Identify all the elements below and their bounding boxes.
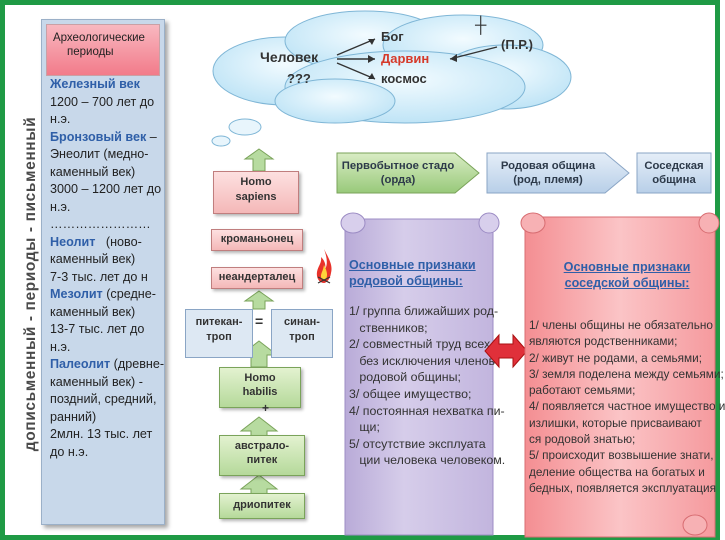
clan-scroll-shape	[340, 212, 500, 536]
feature-line: 1/ члены общины не обязательно	[529, 318, 713, 332]
plus-sign: +	[262, 401, 270, 415]
feature-line: 2/ совместный труд всех	[349, 337, 491, 352]
neighbor-features-list: 1/ члены общины не обязательно являются р…	[529, 317, 725, 496]
era-detail-line: н.э.	[50, 112, 71, 126]
cloud-cosmos: космос	[381, 71, 427, 86]
era-detail-line: н.э.	[50, 199, 71, 214]
era-title-line: Бронзовый век –	[50, 129, 157, 147]
stage-herd: Первобытное стадо(орда)	[341, 160, 455, 186]
feature-line: излишки, которые присваивают	[529, 415, 702, 430]
origin-theories-cloud: Человек ??? Бог Дарвин космос (П.Р.) ┼	[205, 9, 575, 149]
feature-line: 1/ группа ближайших род-	[349, 304, 499, 318]
feature-line: бедных, появляется эксплуатация	[529, 480, 716, 495]
era-title-line: Неолит (ново-	[50, 234, 142, 252]
era-detail-line: ранний)	[50, 409, 97, 424]
feature-line: 4/ постоянная нехватка пи-	[349, 403, 505, 418]
feature-line: 5/ отсутствие эксплуата	[349, 436, 486, 451]
era-name: Мезолит	[50, 287, 103, 301]
feature-line: 3/ общее имущество;	[349, 386, 472, 401]
feature-line: ции человека человеком.	[349, 453, 506, 468]
era-title-line: Палеолит (древне-	[50, 356, 164, 374]
dryopithecus-box: дриопитек	[219, 493, 305, 519]
feature-line: 5/ происходит возвышение знати,	[529, 448, 714, 463]
era-detail-line: 2млн. 13 тыс. лет	[50, 427, 153, 441]
feature-line: 3/ земля поделена между семьями;	[529, 366, 724, 381]
era-detail-line: каменный век)	[50, 164, 136, 179]
era-name: Железный век	[50, 77, 140, 91]
cloud-pr: (П.Р.)	[501, 37, 533, 52]
era-name: Палеолит	[50, 357, 111, 371]
feature-line: 4/ появляется частное имущество и	[529, 399, 725, 414]
era-detail-line: каменный век) -	[50, 374, 143, 389]
neanderthal-box: неандерталец	[211, 267, 303, 289]
feature-line: работают семьями;	[529, 383, 636, 398]
feature-line: без исключения членов	[349, 353, 496, 368]
periods-panel-header: Археологические периоды	[46, 24, 160, 76]
era-detail-line: поздний, средний,	[50, 392, 157, 406]
cloud-question: ???	[287, 71, 311, 86]
era-detail-line: н.э.	[50, 339, 71, 354]
era-detail-line: 1200 – 700 лет до	[50, 94, 155, 109]
cloud-darwin: Дарвин	[381, 51, 430, 66]
era-title-line: Мезолит (средне-	[50, 286, 156, 304]
era-detail-line: каменный век)	[50, 252, 136, 266]
up-arrow-5	[239, 474, 279, 496]
cromagnon-box: кроманьонец	[211, 229, 303, 251]
era-suffix: –	[146, 129, 157, 144]
era-detail-line: Энеолит (медно-	[50, 147, 149, 161]
australopithecus-box: австрало-питек	[219, 435, 305, 476]
feature-line: деление общества на богатых и	[529, 464, 705, 479]
stage-clan: Родовая община(род, племя)	[500, 160, 596, 186]
clan-features-list: 1/ группа ближайших род- ственников; 2/ с…	[349, 303, 506, 469]
sinanthropus-box: синан-троп	[271, 309, 333, 358]
fire-icon	[316, 249, 332, 284]
feature-line: 2/ живут не родами, а семьями;	[529, 350, 703, 365]
era-title-line: Железный век	[50, 76, 140, 94]
chain-box-3	[636, 152, 712, 194]
era-suffix: (средне-	[102, 287, 156, 301]
era-detail-line: до н.э.	[50, 444, 89, 459]
era-detail-line: ……………………	[50, 217, 151, 231]
up-arrow-1	[243, 148, 275, 172]
era-detail-line: 13-7 тыс. лет до	[50, 322, 145, 336]
era-name: Неолит	[50, 234, 96, 249]
cloud-shape	[211, 10, 572, 147]
chain-arrow-2	[486, 152, 630, 194]
era-name: Бронзовый век	[50, 129, 147, 144]
cloud-human: Человек	[260, 49, 319, 65]
periods-panel: Археологические периоды Железный век 1200…	[41, 19, 165, 525]
feature-line: ственников;	[349, 320, 428, 335]
era-detail-line: 3000 – 1200 лет до	[50, 182, 162, 196]
era-suffix: (древне-	[110, 357, 165, 371]
equals-sign: =	[255, 313, 264, 329]
up-arrow-2	[243, 290, 275, 310]
header-line-2: периоды	[67, 46, 114, 58]
era-suffix: (ново-	[95, 234, 142, 249]
cross-icon: ┼	[475, 17, 487, 34]
cloud-god: Бог	[381, 29, 404, 44]
feature-line: являются родственниками;	[529, 334, 678, 349]
chain-arrow-1	[336, 152, 480, 194]
header-line-1: Археологические	[53, 32, 145, 44]
feature-line: родовой общины;	[349, 370, 461, 385]
feature-line: щи;	[349, 420, 380, 435]
neighbor-scroll-shape	[520, 212, 720, 538]
pithecanthropus-box: питекан-троп	[185, 309, 253, 358]
era-detail-line: 7-3 тыс. лет до н	[50, 269, 148, 284]
era-detail-line: каменный век)	[50, 304, 136, 319]
social-chain-arrows	[336, 152, 712, 194]
feature-line: ся родовой знатью;	[529, 432, 636, 447]
